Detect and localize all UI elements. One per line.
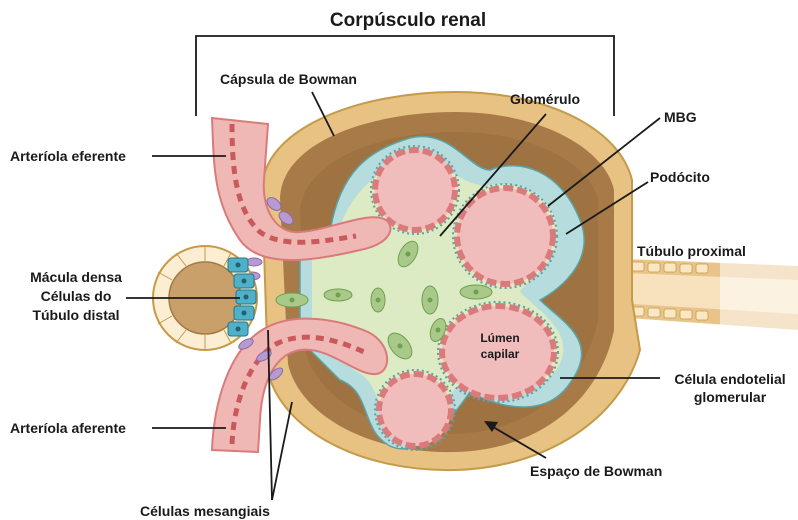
- label-arteriola-eferente: Arteríola eferente: [10, 148, 126, 164]
- label-celula-endotelial: Célula endotelial: [674, 371, 785, 387]
- title: Corpúsculo renal: [330, 10, 486, 31]
- label-capilar: capilar: [481, 347, 520, 361]
- label-podocito: Podócito: [650, 169, 710, 185]
- label-lumen: Lúmen: [480, 331, 519, 345]
- label-tubulo-distal: Túbulo distal: [32, 307, 119, 323]
- label-mbg: MBG: [664, 109, 697, 125]
- label-espaco-bowman: Espaço de Bowman: [530, 463, 662, 479]
- label-macula-densa: Mácula densa: [30, 269, 122, 285]
- label-glomerulo: Glomérulo: [510, 91, 580, 107]
- label-tubulo-proximal: Túbulo proximal: [637, 243, 746, 259]
- label-glomerular: glomerular: [694, 389, 767, 405]
- label-capsula-bowman: Cápsula de Bowman: [220, 71, 357, 87]
- label-arteriola-aferente: Arteríola aferente: [10, 420, 126, 436]
- label-celulas-do: Células do: [41, 288, 112, 304]
- label-celulas-mesangiais: Células mesangiais: [140, 503, 270, 519]
- leader-mesangiais-2: [272, 402, 292, 500]
